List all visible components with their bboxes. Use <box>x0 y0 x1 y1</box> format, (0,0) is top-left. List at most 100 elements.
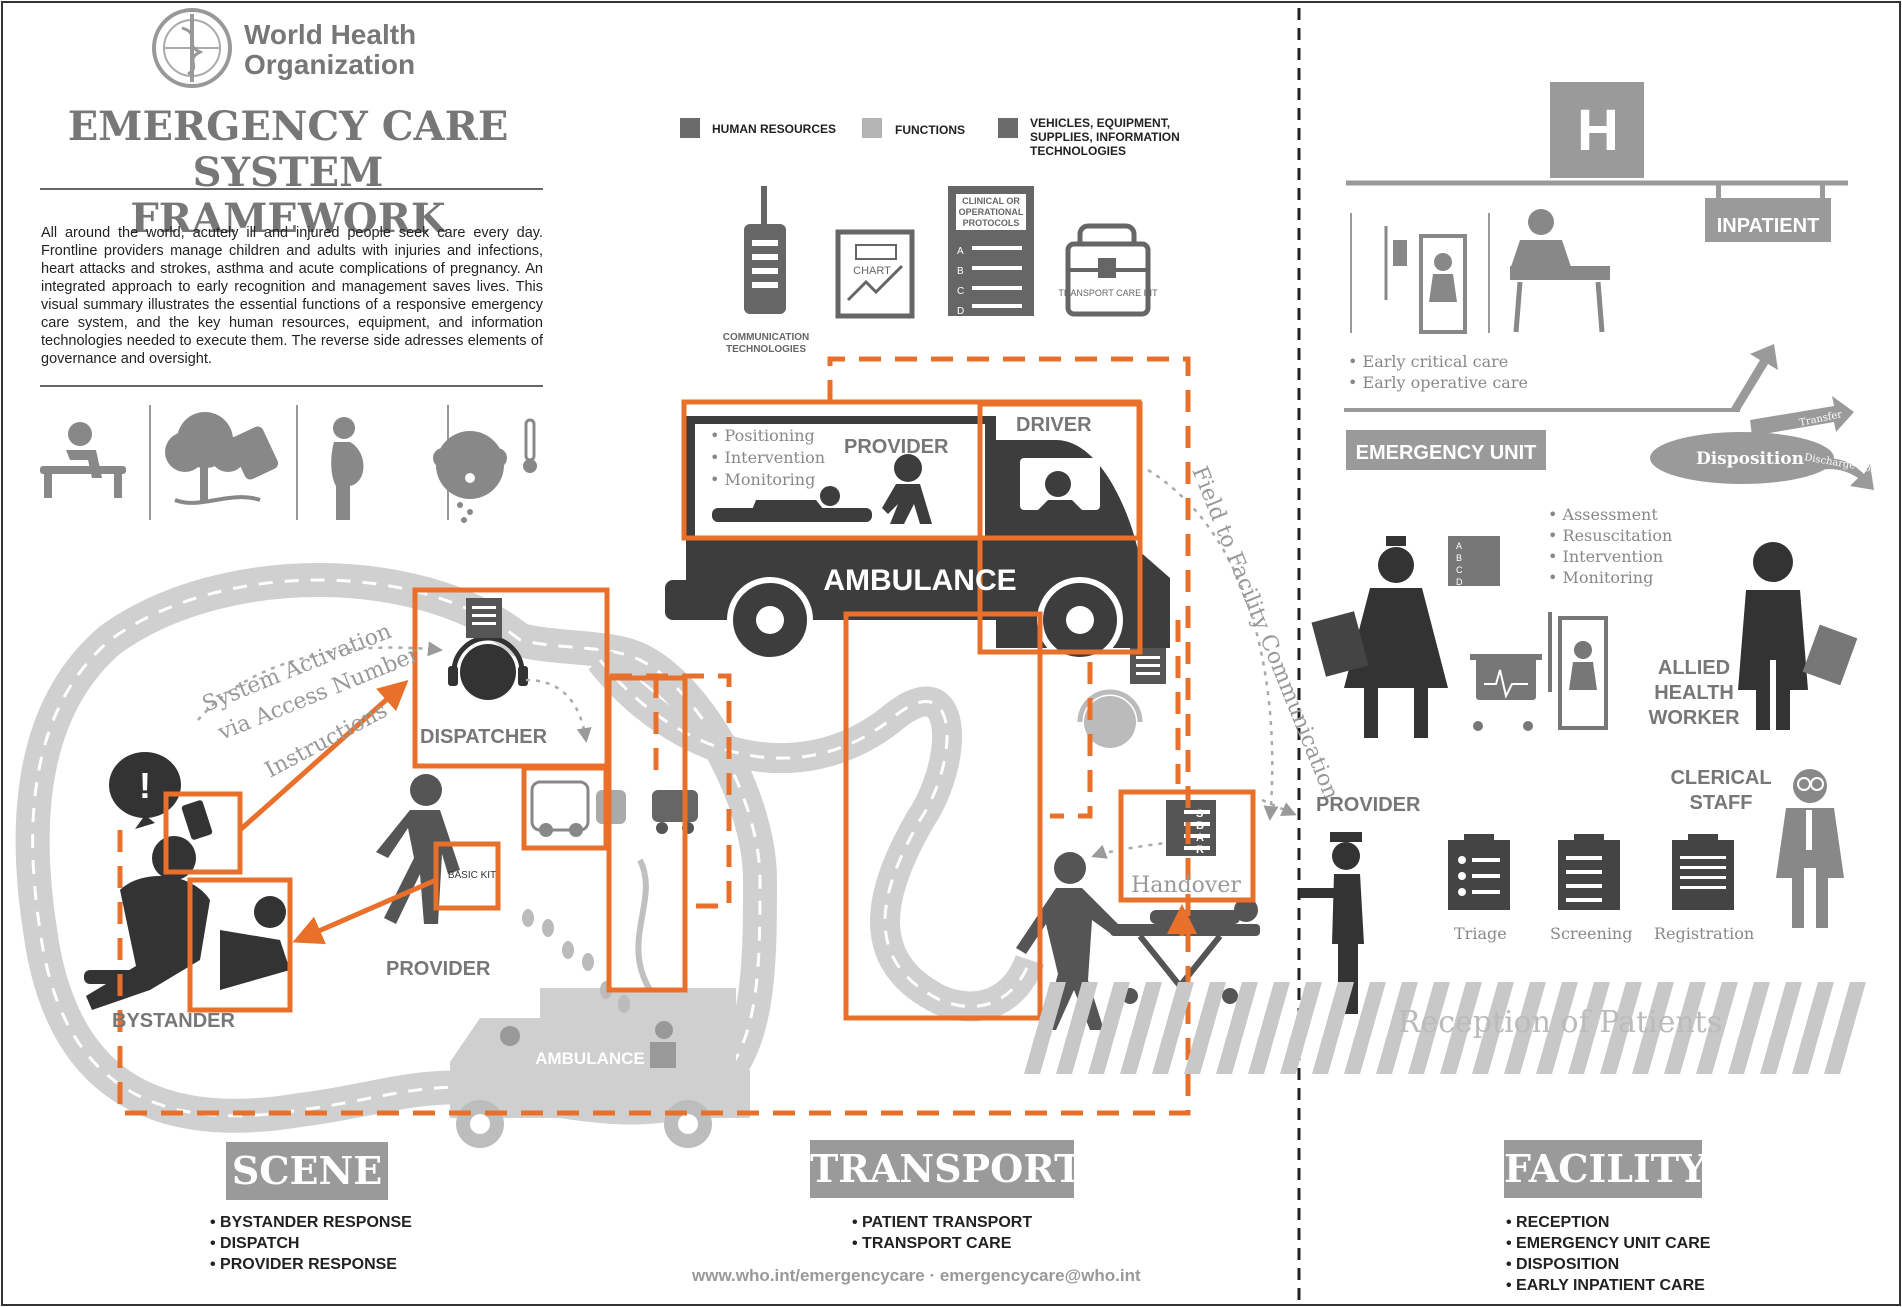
allied-line-3: WORKER <box>1648 707 1740 729</box>
allied-line-1: ALLIED <box>1657 657 1731 679</box>
sbar-letters: S B A R <box>1196 808 1204 856</box>
allied-health-label: ALLIED HEALTH WORKER <box>1644 656 1744 731</box>
facility-provider-label: PROVIDER <box>1316 794 1421 816</box>
transport-ambulance-icon <box>665 416 1170 663</box>
scene-provider-label: PROVIDER <box>386 958 491 980</box>
who-emblem-icon <box>152 8 232 88</box>
sbar-a: A <box>1196 832 1204 844</box>
sbar-s: S <box>1196 808 1204 820</box>
resuscitation-equipment-icon <box>1470 612 1608 731</box>
function-dashed-paths <box>117 356 1191 1116</box>
radio-icon <box>744 186 786 314</box>
protocol-letter-b: B <box>957 266 964 277</box>
allied-health-figure <box>1738 542 1858 730</box>
protocols-label: CLINICAL OR OPERATIONAL PROTOCOLS <box>958 196 1024 228</box>
driver-label: DRIVER <box>1016 414 1092 436</box>
bullet-intervention: Intervention <box>710 447 825 469</box>
alert-glyph: ! <box>139 765 151 806</box>
patient-child-icon <box>220 896 290 990</box>
scene-list: BYSTANDER RESPONSE DISPATCH PROVIDER RES… <box>210 1212 412 1275</box>
registration-label: Registration <box>1654 924 1755 943</box>
transport-care-bullets: Positioning Intervention Monitoring <box>710 425 825 491</box>
legend-swatch-functions <box>862 118 882 138</box>
protocols-clipboard-icon <box>948 186 1034 316</box>
scene-ambulance-icon <box>450 988 750 1148</box>
disposition-label: Disposition <box>1696 449 1804 469</box>
bullet-monitoring: Monitoring <box>1548 567 1672 588</box>
chart-label: CHART <box>853 265 891 277</box>
scene-item-provider: PROVIDER RESPONSE <box>210 1254 412 1275</box>
function-arrows <box>238 680 1197 945</box>
bullet-assessment: Assessment <box>1548 504 1672 525</box>
facility-item-disposition: DISPOSITION <box>1506 1254 1710 1275</box>
comm-tech-label: COMMUNICATION TECHNOLOGIES <box>722 332 810 355</box>
reception-text: Reception of Patients <box>1398 1005 1722 1040</box>
footer-link[interactable]: www.who.int/emergencycare · emergencycar… <box>692 1266 1141 1285</box>
bystander-figure <box>84 752 210 1010</box>
phone-icon <box>181 800 213 840</box>
bullet-monitoring: Monitoring <box>710 469 825 491</box>
basic-kit-label: BASIC KIT <box>448 870 496 881</box>
emergency-unit-badge <box>1346 430 1546 470</box>
clerical-staff-figure <box>1776 769 1844 928</box>
facility-list: RECEPTION EMERGENCY UNIT CARE DISPOSITIO… <box>1506 1212 1710 1296</box>
sbar-r: R <box>1196 844 1204 856</box>
facility-item-reception: RECEPTION <box>1506 1212 1710 1233</box>
protocol-letter-c: C <box>957 286 965 297</box>
bullet-early-operative: Early operative care <box>1348 372 1528 393</box>
dispatch-form-icon <box>466 598 502 638</box>
injured-person-icon <box>40 422 126 498</box>
discharge-label: Discharge home <box>1803 452 1886 477</box>
title-line-1: EMERGENCY CARE <box>67 103 509 150</box>
bullet-intervention: Intervention <box>1548 546 1672 567</box>
road-path <box>15 563 1045 1133</box>
facility-stage-label: FACILITY <box>1504 1140 1706 1198</box>
surgeon-icon <box>1510 209 1610 333</box>
allied-line-2: HEALTH <box>1654 682 1734 704</box>
bullet-early-critical: Early critical care <box>1348 351 1528 372</box>
footprints-icon <box>522 909 630 1013</box>
protocol-letters: A B C D <box>957 242 964 322</box>
abcd-letters: A B C D <box>1456 540 1463 588</box>
reception-stripes <box>1024 982 1866 1074</box>
handover-label: Handover <box>1131 873 1241 898</box>
page-title: EMERGENCY CARE SYSTEM FRAMEWORK <box>30 104 546 242</box>
transport-provider-label: PROVIDER <box>844 436 949 458</box>
screening-clipboard-icon <box>1558 834 1620 910</box>
kit-label: TRANSPORT CARE KIT <box>1058 288 1158 298</box>
inpatient-label: INPATIENT <box>1717 215 1820 237</box>
registration-clipboard-icon <box>1672 834 1734 910</box>
legend-equipment: VEHICLES, EQUIPMENT, SUPPLIES, INFORMATI… <box>1030 116 1180 158</box>
abcd-a: A <box>1456 541 1463 551</box>
org-name: World Health Organization <box>244 19 417 80</box>
hospital-icon <box>1346 82 1848 333</box>
clerical-line-2: STAFF <box>1689 792 1753 814</box>
intro-paragraph: All around the world, acutely ill and in… <box>41 225 543 367</box>
title-line-2: SYSTEM FRAMEWORK <box>130 149 446 242</box>
transport-provider-figure <box>1016 852 1122 1030</box>
bullet-resuscitation: Resuscitation <box>1548 525 1673 546</box>
triage-clipboard-icon <box>1448 834 1510 910</box>
scene-item-bystander: BYSTANDER RESPONSE <box>210 1212 412 1233</box>
sick-child-icon <box>433 418 537 523</box>
handover-form-icon <box>1166 800 1216 856</box>
scene-ambulance-label: AMBULANCE <box>535 1049 645 1068</box>
response-vehicles-icon <box>530 780 698 837</box>
abcd-b: B <box>1456 553 1463 563</box>
scene-item-dispatch: DISPATCH <box>210 1233 412 1254</box>
transport-item-patient: PATIENT TRANSPORT <box>852 1212 1032 1233</box>
transport-ambulance-label: AMBULANCE <box>823 564 1016 597</box>
transport-headset-icon <box>1077 689 1143 748</box>
admission-label: Admission <box>1764 362 1799 415</box>
legend-functions: FUNCTIONS <box>895 123 965 137</box>
inpatient-bullets: Early critical care Early operative care <box>1348 351 1528 393</box>
pregnant-woman-icon <box>331 417 364 520</box>
transport-list: PATIENT TRANSPORT TRANSPORT CARE <box>852 1212 1032 1254</box>
abcd-d: D <box>1456 577 1463 587</box>
facility-item-emergency: EMERGENCY UNIT CARE <box>1506 1233 1710 1254</box>
abcd-c: C <box>1456 565 1463 575</box>
disposition-arrows <box>1650 344 1874 490</box>
car-crash-icon <box>165 412 279 505</box>
protocol-letter-d: D <box>957 306 965 317</box>
